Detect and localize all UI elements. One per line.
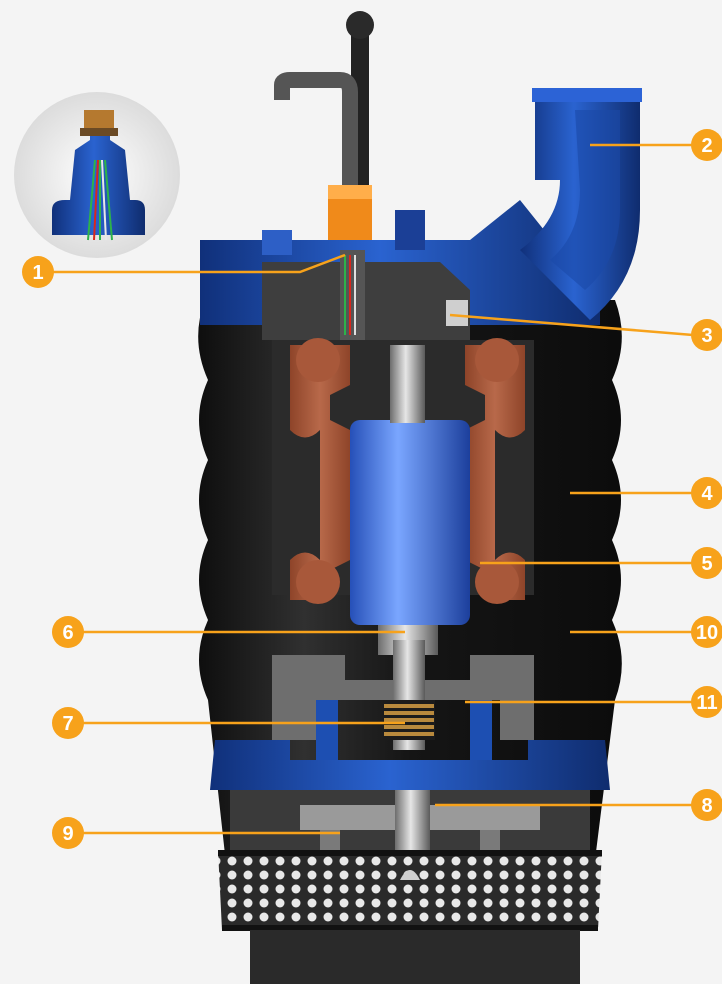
discharge-elbow [520, 88, 642, 320]
callout-11-label: 11 [696, 692, 717, 714]
callout-6-marker [52, 616, 84, 648]
callout-2-marker [691, 129, 722, 161]
shaft-top [390, 345, 425, 423]
callout-11-marker [691, 686, 722, 718]
cable-entry-inset [14, 92, 180, 258]
mechanical-seal-spring [383, 700, 435, 740]
callout-6[interactable]: 6 [52, 616, 84, 648]
callout-7-marker [52, 707, 84, 739]
power-cable [274, 11, 374, 260]
callout-1-marker [22, 256, 54, 288]
leader-line-1 [52, 253, 346, 274]
strainer-screen [218, 850, 602, 984]
callout-11[interactable]: 11 [691, 686, 722, 718]
callout-8[interactable]: 8 [691, 789, 722, 821]
stator-right [465, 345, 525, 600]
callout-1-label: 1 [32, 262, 43, 284]
callout-2[interactable]: 2 [691, 129, 722, 161]
callout-10[interactable]: 10 [691, 616, 722, 648]
callout-3-label: 3 [701, 325, 712, 347]
leader-line-3 [449, 313, 694, 337]
callout-5-marker [691, 547, 722, 579]
callout-markers: 1 2 3 4 5 10 6 11 7 8 9 [22, 129, 722, 849]
impeller [230, 790, 590, 873]
seal-housing [272, 655, 534, 760]
callout-3-marker [691, 319, 722, 351]
stator-left [290, 345, 350, 600]
callout-8-marker [691, 789, 722, 821]
callout-5-label: 5 [701, 553, 712, 575]
callout-1[interactable]: 1 [22, 256, 54, 288]
callout-7-label: 7 [62, 713, 73, 735]
inner-cap [262, 250, 470, 340]
callout-9-marker [52, 817, 84, 849]
bottom-collar [210, 740, 610, 790]
callout-9[interactable]: 9 [52, 817, 84, 849]
callout-10-label: 10 [696, 622, 718, 644]
rotor [350, 420, 470, 625]
callout-8-label: 8 [701, 795, 712, 817]
callout-10-marker [691, 616, 722, 648]
callout-4-marker [691, 477, 722, 509]
callout-5[interactable]: 5 [691, 547, 722, 579]
callout-9-label: 9 [62, 823, 73, 845]
callout-2-label: 2 [701, 135, 712, 157]
callout-4-label: 4 [701, 483, 713, 505]
callout-7[interactable]: 7 [52, 707, 84, 739]
callout-3[interactable]: 3 [691, 319, 722, 351]
callout-leader-lines [52, 143, 694, 835]
callout-4[interactable]: 4 [691, 477, 722, 509]
callout-6-label: 6 [62, 622, 73, 644]
